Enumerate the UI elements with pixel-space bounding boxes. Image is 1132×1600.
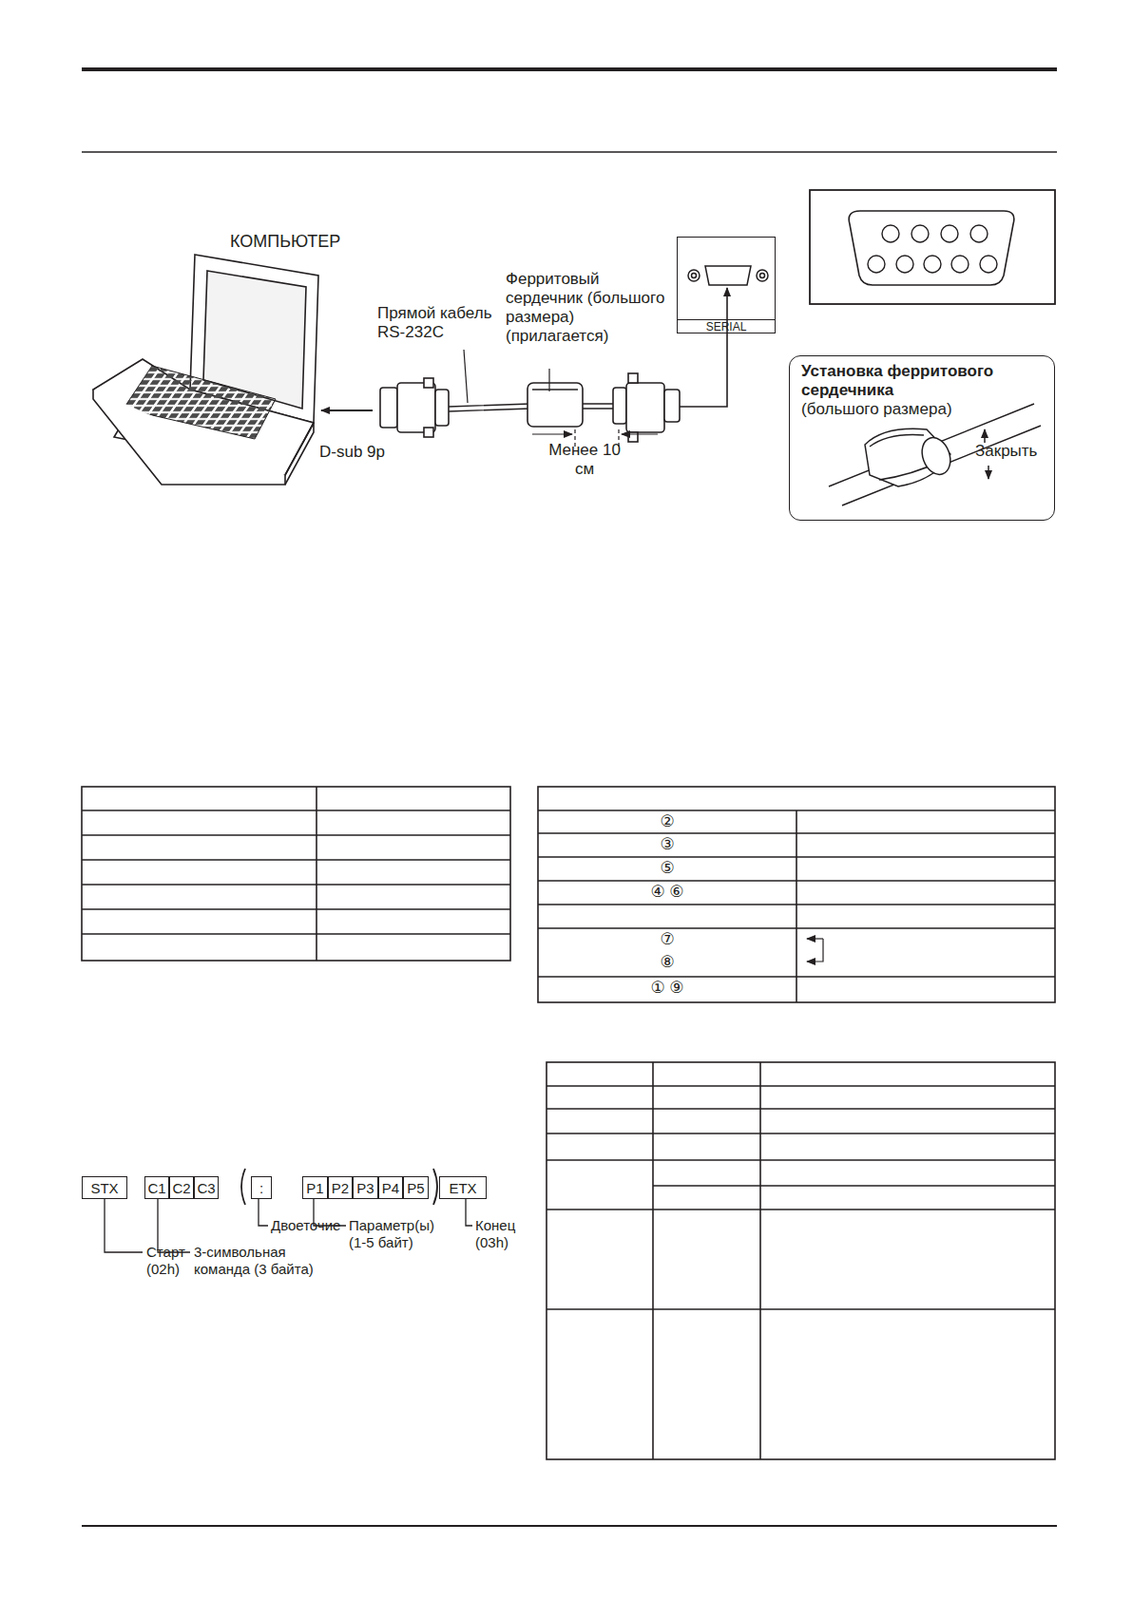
command-table xyxy=(546,1062,1056,1460)
annotation: Конец (03h) xyxy=(475,1217,533,1252)
serial-connector xyxy=(688,266,768,286)
ferrite-install-illustration xyxy=(828,403,1041,506)
pin-number: ⑤ xyxy=(537,859,797,879)
bottom-rule xyxy=(81,1525,1057,1528)
annotation: D-sub 9p xyxy=(319,442,385,462)
pin-number: ③ xyxy=(537,835,797,855)
annotation: Двоеточие xyxy=(270,1217,341,1235)
annotation: Параметр(ы) (1-5 байт) xyxy=(348,1217,444,1252)
byte-name: P4 xyxy=(382,1180,400,1197)
pin-number: ⑧ xyxy=(537,953,797,973)
dsub-plug xyxy=(380,378,449,438)
ferrite-core xyxy=(527,383,583,427)
pin-holes xyxy=(867,225,998,273)
byte-name: : xyxy=(259,1180,264,1197)
command-byte-box: P1 xyxy=(302,1176,328,1200)
annotation: КОМПЬЮТЕР xyxy=(230,231,341,252)
byte-name: P1 xyxy=(306,1180,324,1197)
command-byte-box: C2 xyxy=(169,1176,194,1200)
box-heading: (большого размера) xyxy=(801,400,953,420)
command-byte-box: STX xyxy=(81,1176,128,1200)
format-leaders xyxy=(104,1169,473,1253)
byte-name: C1 xyxy=(147,1180,166,1197)
command-byte-box: C1 xyxy=(144,1176,170,1200)
pin-number: ⑦ xyxy=(537,930,797,950)
annotation: Менее 10 см xyxy=(541,441,628,480)
leader-line xyxy=(463,349,468,403)
byte-name: P5 xyxy=(406,1180,424,1197)
command-byte-box: C3 xyxy=(193,1176,219,1200)
pin-number: ① ⑨ xyxy=(537,978,797,998)
annotation: 3-символьная команда (3 байта) xyxy=(193,1244,327,1279)
command-byte-box: P3 xyxy=(352,1176,379,1200)
pin-table xyxy=(537,786,1056,1003)
dsub-face xyxy=(848,211,1015,286)
serial-port-label: SERIAL xyxy=(676,319,776,334)
port-name: SERIAL xyxy=(706,320,748,334)
command-byte-box: P4 xyxy=(378,1176,403,1200)
command-byte-box: P5 xyxy=(402,1176,429,1200)
top-rule xyxy=(81,67,1057,72)
annotation: Прямой кабель RS-232C xyxy=(377,304,511,343)
command-byte-box: : xyxy=(250,1176,272,1200)
annotation: Ферритовый сердечник (большого размера) … xyxy=(505,269,675,346)
settings-table xyxy=(81,786,511,961)
box-heading: Установка ферритового сердечника xyxy=(801,362,1030,401)
pin-number: ④ ⑥ xyxy=(537,882,797,902)
pin-face-frame xyxy=(809,190,1056,305)
pin-number: ② xyxy=(537,812,797,832)
byte-name: C3 xyxy=(196,1180,215,1197)
header-rule xyxy=(81,151,1057,154)
command-byte-box: ETX xyxy=(439,1176,487,1200)
command-byte-box: P2 xyxy=(327,1176,353,1200)
byte-name: ETX xyxy=(448,1180,477,1197)
byte-name: P2 xyxy=(331,1180,349,1197)
byte-name: C2 xyxy=(172,1180,191,1197)
direction-arrow xyxy=(321,409,373,412)
laptop-illustration xyxy=(93,254,319,485)
link-line xyxy=(679,287,728,407)
dsub-plug xyxy=(613,373,680,442)
action-label: Закрыть xyxy=(975,441,1037,461)
ferrite-install-box: Установка ферритового сердечника(большог… xyxy=(788,355,1056,521)
leader-line xyxy=(548,368,550,392)
byte-name: P3 xyxy=(356,1180,374,1197)
byte-name: STX xyxy=(90,1180,118,1197)
